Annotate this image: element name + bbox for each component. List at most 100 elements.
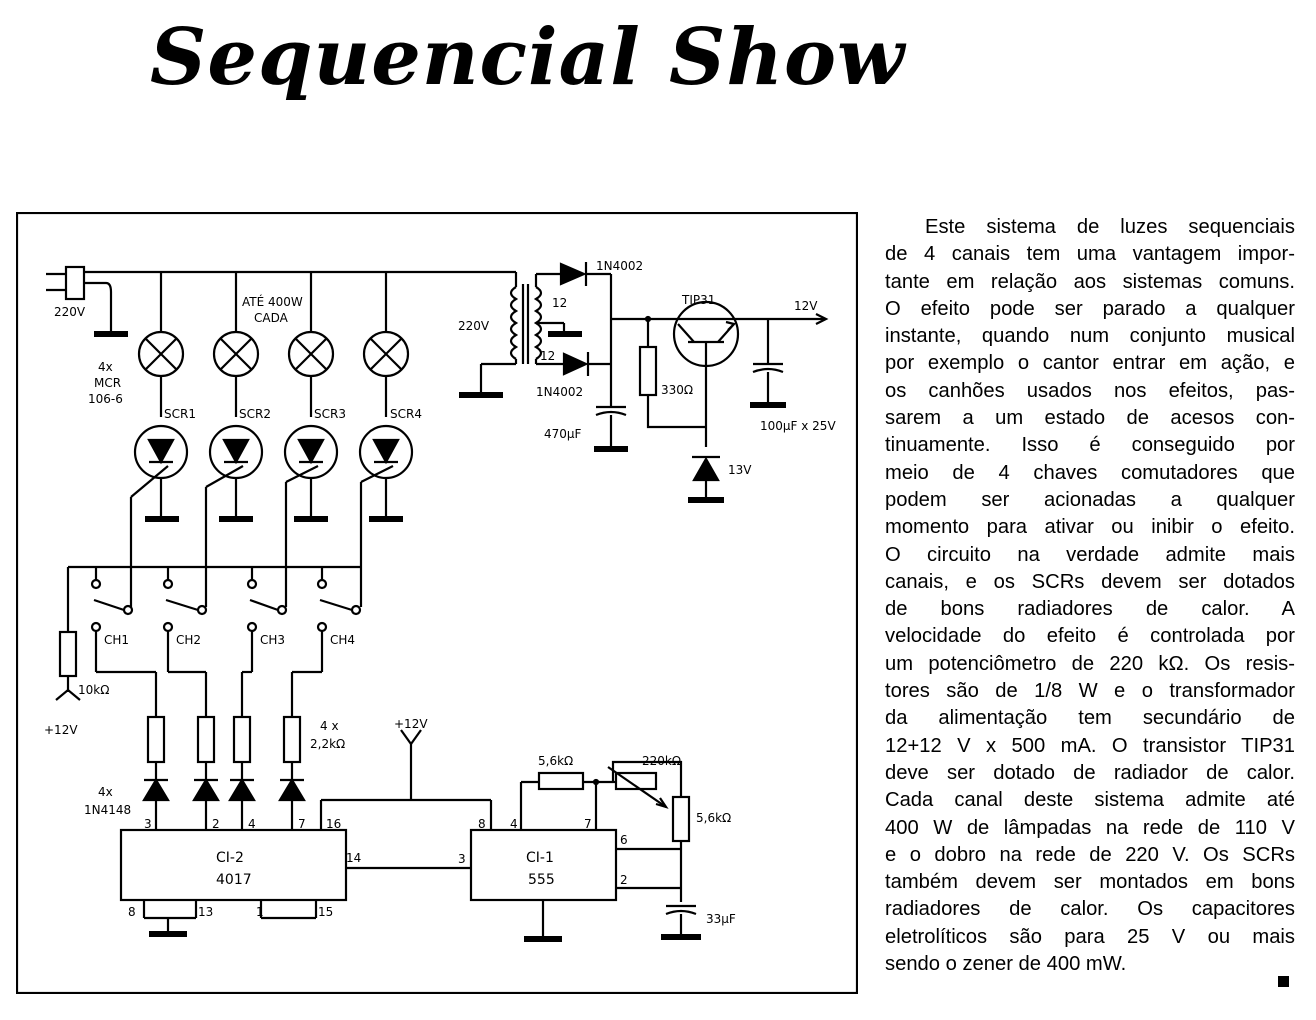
resistor-5k6-right <box>671 795 691 843</box>
capacitor-470uf-icon <box>595 405 627 447</box>
diode-1n4148-icons <box>142 777 306 802</box>
ic2-name: CI-2 <box>216 850 244 866</box>
article-line: os canhões usados nos efeitos, pas- <box>885 379 1295 402</box>
vplus-mid-label: +12V <box>394 717 428 731</box>
article-line: canais, e os SCRs devem ser dotados <box>885 570 1295 593</box>
resistor-2k2-1 <box>146 715 166 764</box>
tr-sec-bot-label: 12 <box>540 349 555 363</box>
diode-1n4002-top-icon <box>559 262 611 286</box>
article-line: deve ser dotado de radiador de calor. <box>885 761 1295 784</box>
article-text: Este sistema de luzes sequenciais de 4 ca… <box>885 214 1295 978</box>
mains-voltage-label: 220V <box>54 305 86 319</box>
article-line: radiadores de calor. Os capacitores <box>885 898 1295 921</box>
diode-model-label: 1N4148 <box>84 803 131 817</box>
ch2-label: CH2 <box>176 633 201 647</box>
end-of-article-mark <box>1278 976 1289 987</box>
cap-100-label: 100µF x 25V <box>760 419 836 433</box>
resistor-2k2-4 <box>282 715 302 764</box>
tr-primary-label: 220V <box>458 319 490 333</box>
res-2k2-label: 2,2kΩ <box>310 737 345 751</box>
diode-qty-label: 4x <box>98 785 113 799</box>
lamp-3-icon <box>287 272 335 417</box>
lamp-each-label: CADA <box>254 311 289 325</box>
switch-ch1-icon <box>90 567 158 717</box>
article-line: 12+12 V x 500 mA. O transistor TIP31 <box>885 734 1295 757</box>
article-line: tante em relação aos sistemas comuns. <box>885 270 1295 293</box>
lamp-4-icon <box>362 272 410 417</box>
vplus-left-label: +12V <box>44 723 78 737</box>
pin3-ci1-label: 3 <box>458 852 466 866</box>
cap-33-label: 33µF <box>706 912 736 926</box>
article-line: velocidade do efeito é controlada por <box>885 625 1295 648</box>
ic1-name: CI-1 <box>526 850 554 866</box>
resistor-10k-icon <box>55 630 81 701</box>
article-line: momento para ativar ou inibir o efeito. <box>885 516 1295 539</box>
pin16-label: 16 <box>326 817 341 831</box>
pin13-label: 13 <box>198 905 213 919</box>
r56-right-label: 5,6kΩ <box>696 811 731 825</box>
article-line: eletrolíticos são para 25 V ou mais <box>885 925 1295 948</box>
article-line: podem ser acionadas a qualquer <box>885 488 1295 511</box>
article-line: um potenciômetro de 220 kΩ. Os resis- <box>885 652 1295 675</box>
article-line: sarem a um estado de acesos con- <box>885 407 1295 430</box>
diode-top-label: 1N4002 <box>596 259 643 273</box>
lamp-1-icon <box>137 272 185 417</box>
potentiometer-220k-icon <box>607 760 683 809</box>
pin1-label: 1 <box>256 905 264 919</box>
resistor-330-icon <box>638 345 658 397</box>
ch1-label: CH1 <box>104 633 129 647</box>
switch-ch4-icon <box>290 567 362 717</box>
article-line: e o dobro na rede de 220 V. Os SCRs <box>885 843 1295 866</box>
scr-3-icon <box>283 424 339 517</box>
pin15-label: 15 <box>318 905 333 919</box>
pot-220k-label: 220kΩ <box>642 754 681 768</box>
scr3-label: SCR3 <box>314 407 346 421</box>
resistor-5k6-top <box>537 771 585 791</box>
switch-ch3-icon <box>240 567 288 717</box>
article-line: tores são de 1/8 W e o transformador <box>885 680 1295 703</box>
lamp-2-icon <box>212 272 260 417</box>
article-line: meio de 4 chaves comutadores que <box>885 461 1295 484</box>
article-line: tinuamente. Isso é conseguido por <box>885 434 1295 457</box>
ic2-part: 4017 <box>216 872 252 888</box>
pin14-label: 14 <box>346 851 361 865</box>
ic1-part: 555 <box>528 872 555 888</box>
scr-2-icon <box>205 424 264 517</box>
res-10k-label: 10kΩ <box>78 683 109 697</box>
article-line: também devem ser montados em bons <box>885 871 1295 894</box>
ground-symbols <box>94 331 786 942</box>
resistor-2k2-2 <box>196 715 216 764</box>
mains-plug-icon <box>46 265 113 332</box>
pin7-ci1-label: 7 <box>584 817 592 831</box>
ch4-label: CH4 <box>330 633 355 647</box>
transformer-icon <box>479 272 543 392</box>
output-voltage-label: 12V <box>794 299 818 313</box>
article-line: de 4 canais tem uma vantagem impor- <box>885 243 1295 266</box>
article-line: Cada canal deste sistema admite até <box>885 789 1295 812</box>
page-title: Sequencial Show <box>150 12 906 103</box>
diode-bot-label: 1N4002 <box>536 385 583 399</box>
scr4-label: SCR4 <box>390 407 422 421</box>
scr-qty-label: 4x <box>98 360 113 374</box>
article-line: Este sistema de luzes sequenciais <box>925 216 1295 238</box>
article-line: 400 W de lâmpadas na rede de 110 V <box>885 816 1295 839</box>
zener-13v-icon <box>692 455 720 497</box>
zener-label: 13V <box>728 463 752 477</box>
tr-sec-top-label: 12 <box>552 296 567 310</box>
cap-filter-label: 470µF <box>544 427 582 441</box>
scr1-label: SCR1 <box>164 407 196 421</box>
lamp-rating-label: ATÉ 400W <box>242 294 303 309</box>
circuit-schematic: 220V ATÉ 400W CADA 4x MCR 106-6 SCR1 SCR… <box>16 212 858 994</box>
article-line: por exemplo o cantor entrar em ação, e <box>885 352 1295 375</box>
capacitor-33uf-icon <box>665 904 697 934</box>
pin2-label: 2 <box>212 817 220 831</box>
capacitor-100uf-icon <box>752 362 784 402</box>
article-line: sendo o zener de 400 mW. <box>885 953 1127 976</box>
transistor-label: TIP31 <box>681 293 715 307</box>
article-line: O circuito na verdade admite mais <box>885 543 1295 566</box>
switch-ch2-icon <box>162 567 208 717</box>
pin4-label: 4 <box>248 817 256 831</box>
res-330-label: 330Ω <box>661 383 693 397</box>
schematic-frame <box>16 212 858 994</box>
ch3-label: CH3 <box>260 633 285 647</box>
